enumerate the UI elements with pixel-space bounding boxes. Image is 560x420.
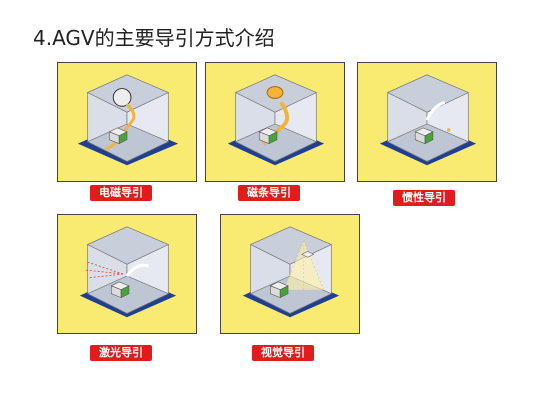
electromagnetic-guidance-image — [57, 62, 197, 182]
method-label-inertial: 惯性导引 — [393, 190, 455, 206]
method-label-magnetic-tape: 磁条导引 — [238, 185, 300, 201]
method-label-laser: 激光导引 — [90, 345, 152, 361]
inertial-guidance-image — [357, 62, 497, 182]
magnetic-tape-guidance-image — [205, 62, 345, 182]
page-title: 4.AGV的主要导引方式介绍 — [33, 26, 275, 50]
method-label-visual: 视觉导引 — [252, 345, 314, 361]
laser-guidance-image — [57, 214, 197, 334]
visual-guidance-image — [220, 214, 360, 334]
method-label-electromagnetic: 电磁导引 — [90, 185, 152, 201]
